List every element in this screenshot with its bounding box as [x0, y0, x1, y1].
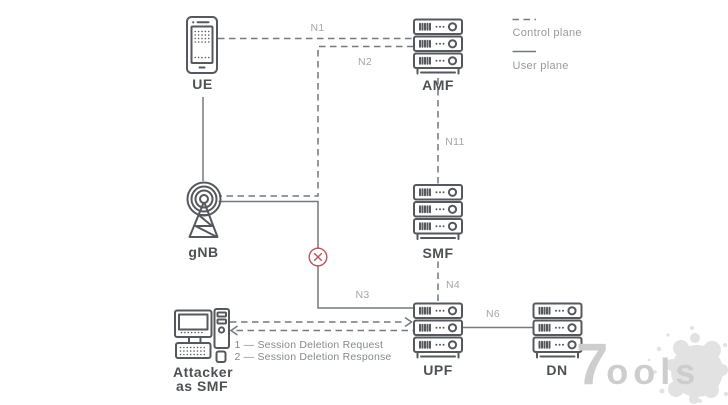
blocked-x-icon	[308, 247, 328, 267]
amf-server-icon	[414, 20, 462, 74]
smf-label: SMF	[422, 245, 454, 261]
attacker-computer-icon	[174, 308, 230, 363]
dn-label: DN	[546, 362, 568, 378]
watermark-logo: 7ools	[576, 336, 700, 394]
session-deletion-request-label: 1 — Session Deletion Request	[234, 338, 384, 351]
ue-label: UE	[192, 76, 213, 92]
link-n2-line	[219, 45, 414, 197]
smf-server-icon	[414, 185, 462, 239]
attacker-label-line1: Attacker	[172, 363, 234, 380]
watermark-logo-part1: 7	[576, 332, 608, 397]
link-label-n4: N4	[445, 278, 461, 291]
link-label-n3: N3	[355, 289, 370, 301]
link-label-n11: N11	[445, 136, 465, 148]
link-label-n6: N6	[485, 308, 501, 320]
watermark-logo-part2: ools	[606, 351, 701, 392]
link-label-n2: N2	[357, 56, 373, 68]
response-arrowhead-icon	[229, 325, 238, 336]
upf-label: UPF	[423, 362, 453, 378]
attacker-label-line2: as SMF	[175, 377, 229, 394]
amf-label: AMF	[422, 77, 454, 93]
legend-user-plane-label: User plane	[512, 60, 569, 72]
gnb-label: gNB	[188, 244, 219, 260]
link-label-n1: N1	[310, 21, 325, 34]
upf-server-icon	[414, 304, 462, 358]
session-deletion-response-label: 2 — Session Deletion Response	[234, 350, 392, 363]
paint-splat-decoration	[647, 326, 728, 404]
request-arrowhead-icon	[404, 316, 413, 328]
dn-server-icon	[534, 304, 582, 358]
gnb-antenna-icon	[186, 181, 222, 238]
ue-phone-icon	[186, 16, 218, 74]
legend-control-plane-label: Control plane	[512, 27, 582, 39]
